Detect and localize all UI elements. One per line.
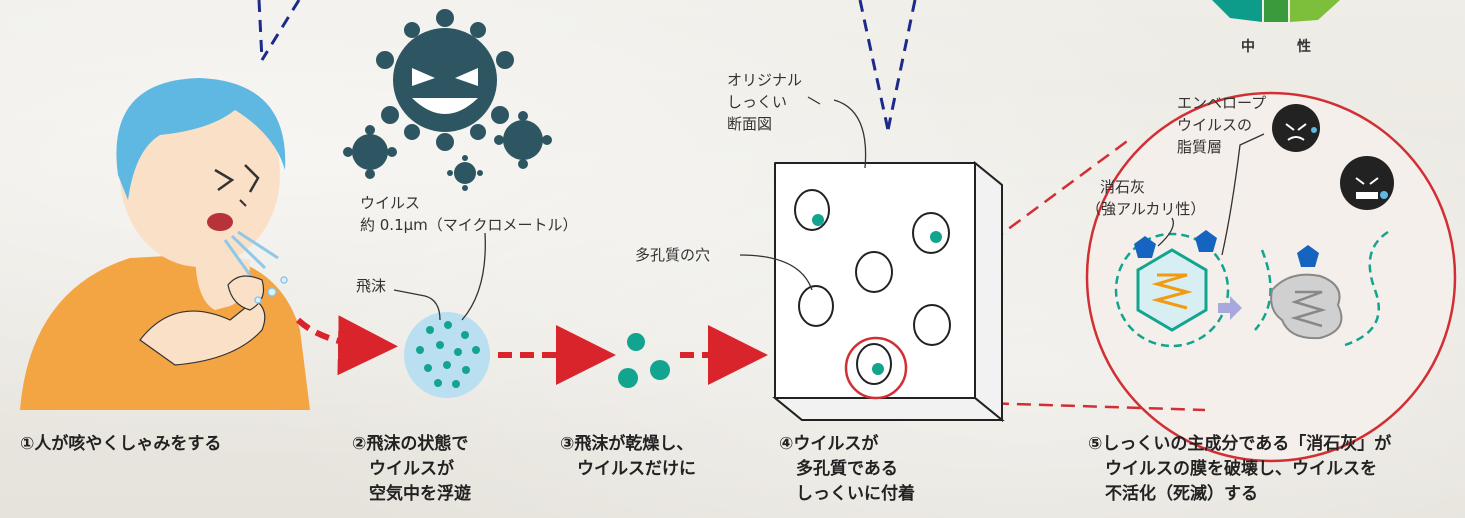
plaster-pores: [794, 189, 951, 385]
envelope-label-1: エンベロープ: [1177, 94, 1267, 112]
dashed-cone-right: [858, 0, 917, 131]
original-label-1: オリジナル: [727, 71, 803, 89]
envelope-label-2: ウイルスの: [1177, 116, 1253, 134]
zoom-line-top: [849, 137, 1131, 348]
envelope-virus-destroyed: [1254, 230, 1389, 347]
droplet-label: 飛沫: [356, 277, 387, 295]
zoom-source-circle: [844, 336, 908, 400]
virus-size-label: 約 0.1μm（マイクロメートル）: [360, 216, 578, 234]
ph-scale-neutral: [1212, 0, 1340, 22]
lime-pentagon-icons: [1134, 230, 1319, 267]
pore-label: 多孔質の穴: [635, 246, 711, 264]
envelope-virus-intact: [1114, 232, 1230, 348]
step-1-caption: ①人が咳やくしゃみをする: [20, 434, 222, 454]
virus-label-1: ウイルス: [360, 194, 421, 212]
envelope-label-3: 脂質層: [1177, 138, 1223, 156]
virus-small-icon-2: [494, 111, 552, 169]
step-2-caption: ②飛沫の状態で ウイルスが 空気中を浮遊: [352, 434, 471, 504]
virus-small-icon-3: [447, 155, 483, 191]
neutral-label: 中 性: [1241, 39, 1325, 55]
pore-virus-dots: [812, 214, 942, 375]
droplet-virus-dots: [416, 321, 480, 388]
angry-virus-icon-2: [1340, 156, 1394, 210]
transform-arrow-icon: [1218, 296, 1242, 320]
slaked-lime-label: 消石灰: [1100, 178, 1146, 196]
step-3-caption: ③飛沫が乾燥し、 ウイルスだけに: [560, 434, 696, 479]
angry-virus-icon-1: [1272, 104, 1320, 152]
strong-alkaline-label: （強アルカリ性）: [1086, 200, 1206, 218]
virus-small-icon-1: [343, 125, 397, 179]
cross-section-label: 断面図: [727, 115, 773, 133]
dashed-cone-left: [257, 0, 301, 61]
sneezing-person: [20, 78, 310, 410]
step-5-caption: ⑤しっくいの主成分である「消石灰」が ウイルスの膜を破壊し、ウイルスを 不活化（…: [1088, 434, 1392, 504]
arrow-1: [295, 315, 398, 376]
step-4-caption: ④ウイルスが 多孔質である しっくいに付着: [779, 434, 915, 504]
virus-large-icon: [376, 9, 514, 151]
original-label-2: しっくい: [727, 93, 788, 111]
dried-virus-dots: [618, 333, 670, 388]
